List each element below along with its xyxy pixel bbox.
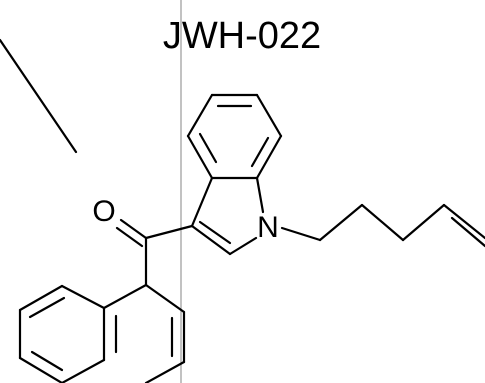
indole-pyrrole-ring bbox=[190, 176, 265, 256]
pentenyl-chain bbox=[280, 203, 485, 248]
stray-stroke bbox=[0, 38, 78, 154]
indole-benzene-ring bbox=[186, 93, 283, 180]
carbonyl-group bbox=[115, 218, 194, 287]
naphthalene-ring-system bbox=[18, 283, 186, 383]
compound-title: JWH-022 bbox=[163, 15, 321, 57]
nitrogen-atom-label: N bbox=[257, 211, 279, 244]
oxygen-atom-label: O bbox=[92, 195, 115, 228]
